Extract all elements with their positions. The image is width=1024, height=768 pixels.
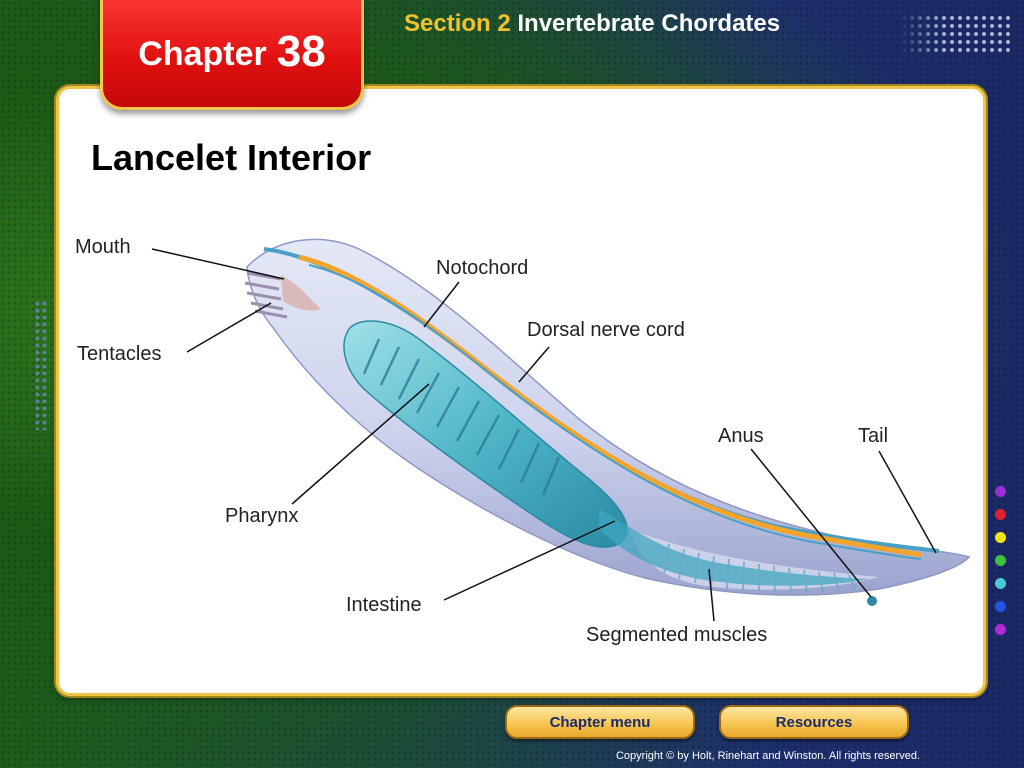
label-segmented-muscles: Segmented muscles (586, 624, 767, 646)
leader-lines (151, 248, 937, 622)
anus-marker (867, 596, 877, 606)
label-dorsal-nerve-cord: Dorsal nerve cord (527, 319, 685, 341)
chapter-menu-button[interactable]: Chapter menu (505, 705, 695, 739)
decorative-dot-strip (34, 300, 50, 430)
copyright-notice: Copyright © by Holt, Rinehart and Winsto… (615, 750, 920, 762)
chapter-word: Chapter (138, 34, 267, 73)
label-tail: Tail (858, 425, 888, 447)
section-label: Section 2 (404, 10, 511, 37)
color-dot (995, 532, 1006, 543)
color-dot (995, 578, 1006, 589)
label-anus: Anus (718, 425, 764, 447)
color-dot (995, 601, 1006, 612)
color-dot-strip (995, 486, 1011, 635)
color-dot (995, 486, 1006, 497)
color-dot (995, 624, 1006, 635)
lancelet-diagram: Mouth Tentacles Notochord Dorsal nerve c… (75, 236, 971, 646)
label-mouth: Mouth (75, 236, 131, 258)
segmented-muscles-shape (663, 543, 856, 593)
slide-title: Lancelet Interior (91, 137, 372, 178)
color-dot (995, 555, 1006, 566)
label-tentacles: Tentacles (77, 343, 162, 365)
resources-button[interactable]: Resources (719, 705, 909, 739)
color-dot (995, 509, 1006, 520)
content-panel: Lancelet Interior (56, 86, 986, 696)
chapter-tab: Chapter 38 (100, 0, 364, 110)
notochord-line (298, 254, 922, 558)
section-header: Section 2 Invertebrate Chordates (404, 10, 780, 38)
tentacles-shape (244, 271, 321, 319)
intestine-shape (599, 509, 869, 586)
decorative-dot-grid (900, 14, 1010, 54)
label-notochord: Notochord (436, 257, 528, 279)
chapter-number: 38 (276, 27, 326, 76)
label-pharynx: Pharynx (225, 505, 298, 527)
label-intestine: Intestine (346, 594, 422, 616)
section-title: Invertebrate Chordates (517, 10, 781, 37)
